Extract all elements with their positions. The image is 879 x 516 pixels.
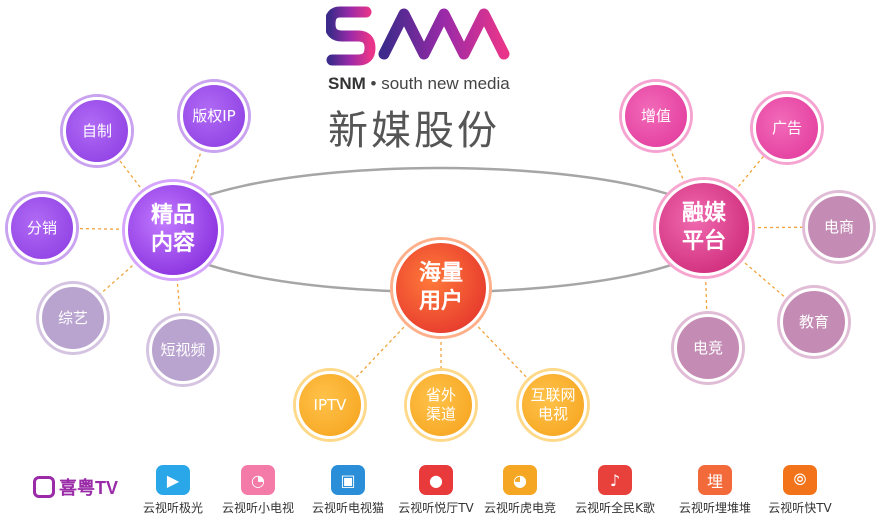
brand-label: 云视听电视猫 — [311, 501, 384, 515]
brand-label: 云视听虎电竞 — [483, 501, 556, 515]
platform-satellite-1: 广告 — [753, 94, 821, 162]
platform-link-2 — [703, 226, 840, 229]
platform-satellite-2-label: 电商 — [823, 217, 854, 236]
user-satellite-2-label: 互联网 电视 — [530, 386, 576, 423]
company-name: 新媒股份 — [328, 108, 500, 154]
bullet-separator: • — [370, 74, 382, 93]
platform-satellite-2: 电商 — [805, 193, 873, 261]
platform-satellite-4: 电竞 — [674, 314, 742, 382]
content-satellite-3: 综艺 — [39, 284, 107, 352]
hub-content: 精品 内容 — [125, 182, 221, 278]
brand-label: 云视听极光 — [142, 501, 203, 515]
cat-tv-icon: ▣ — [331, 465, 365, 495]
content-link-3 — [72, 229, 174, 319]
brand-full: south new media — [381, 74, 510, 93]
brand-3: ▣ 云视听电视猫 — [303, 465, 393, 516]
content-satellite-4-label: 短视频 — [160, 340, 206, 359]
hub-users: 海量 用户 — [393, 240, 489, 336]
mai-icon: 埋 — [698, 465, 732, 495]
platform-satellite-3: 教育 — [780, 288, 848, 356]
platform-satellite-0-label: 增值 — [640, 106, 671, 125]
play-triangle-icon: ▶ — [156, 465, 190, 495]
user-satellite-1-label: 省外 渠道 — [425, 386, 456, 423]
user-satellite-0: IPTV — [296, 371, 364, 439]
brand-label: 云视听全民K歌 — [575, 501, 655, 515]
content-satellite-2: 分销 — [8, 194, 76, 262]
hub-platform: 融媒 平台 — [656, 180, 752, 276]
brand-1: ▶ 云视听极光 — [128, 465, 218, 516]
brand-5: ◕ 云视听虎电竞 — [475, 465, 565, 516]
music-note-icon: ♪ — [598, 465, 632, 495]
platform-satellite-3-label: 教育 — [798, 312, 829, 331]
content-satellite-0-label: 自制 — [81, 121, 112, 140]
brand-7: 埋云视听埋堆堆 — [670, 465, 760, 516]
user-satellite-1: 省外 渠道 — [407, 371, 475, 439]
platform-satellite-4-label: 电竞 — [692, 338, 723, 357]
user-satellite-0-label: IPTV — [313, 395, 347, 414]
logo-tagline: SNM • south new media — [328, 74, 510, 94]
brand-short: SNM — [328, 74, 366, 93]
hub-content-label: 精品 内容 — [150, 203, 195, 256]
xiyue-tv-label: 喜粤TV — [59, 478, 119, 498]
snm-logo — [326, 6, 510, 66]
user-satellite-2: 互联网 电视 — [519, 371, 587, 439]
cloud-play-icon: ● — [419, 465, 453, 495]
content-satellite-3-label: 综艺 — [57, 308, 88, 327]
hub-users-label: 海量 用户 — [418, 261, 463, 314]
hub-platform-label: 融媒 平台 — [681, 201, 726, 254]
brand-label: 云视听悦厅TV — [398, 501, 474, 515]
content-satellite-1: 版权IP — [180, 82, 248, 150]
brand-4: ● 云视听悦厅TV — [391, 465, 481, 516]
brand-2: ◔ 云视听小电视 — [213, 465, 303, 516]
xiyue-tv-logo-icon — [33, 476, 55, 498]
platform-satellite-0: 增值 — [622, 82, 690, 150]
brand-6: ♪ 云视听全民K歌 — [570, 465, 660, 516]
brand-label: 云视听小电视 — [221, 501, 294, 515]
content-satellite-4: 短视频 — [149, 316, 217, 384]
xiyue-tv-brand: 喜粤TV — [33, 474, 118, 500]
platform-satellite-1-label: 广告 — [771, 118, 802, 137]
tiger-face-icon: ◕ — [503, 465, 537, 495]
kuaishou-icon: ⦾ — [783, 465, 817, 495]
brand-label: 云视听快TV — [768, 501, 832, 515]
content-satellite-1-label: 版权IP — [192, 106, 236, 125]
content-satellite-2-label: 分销 — [26, 218, 57, 237]
brand-8: ⦾ 云视听快TV — [755, 465, 845, 516]
content-satellite-0: 自制 — [63, 97, 131, 165]
brand-label: 云视听埋堆堆 — [678, 501, 751, 515]
tv-face-icon: ◔ — [241, 465, 275, 495]
